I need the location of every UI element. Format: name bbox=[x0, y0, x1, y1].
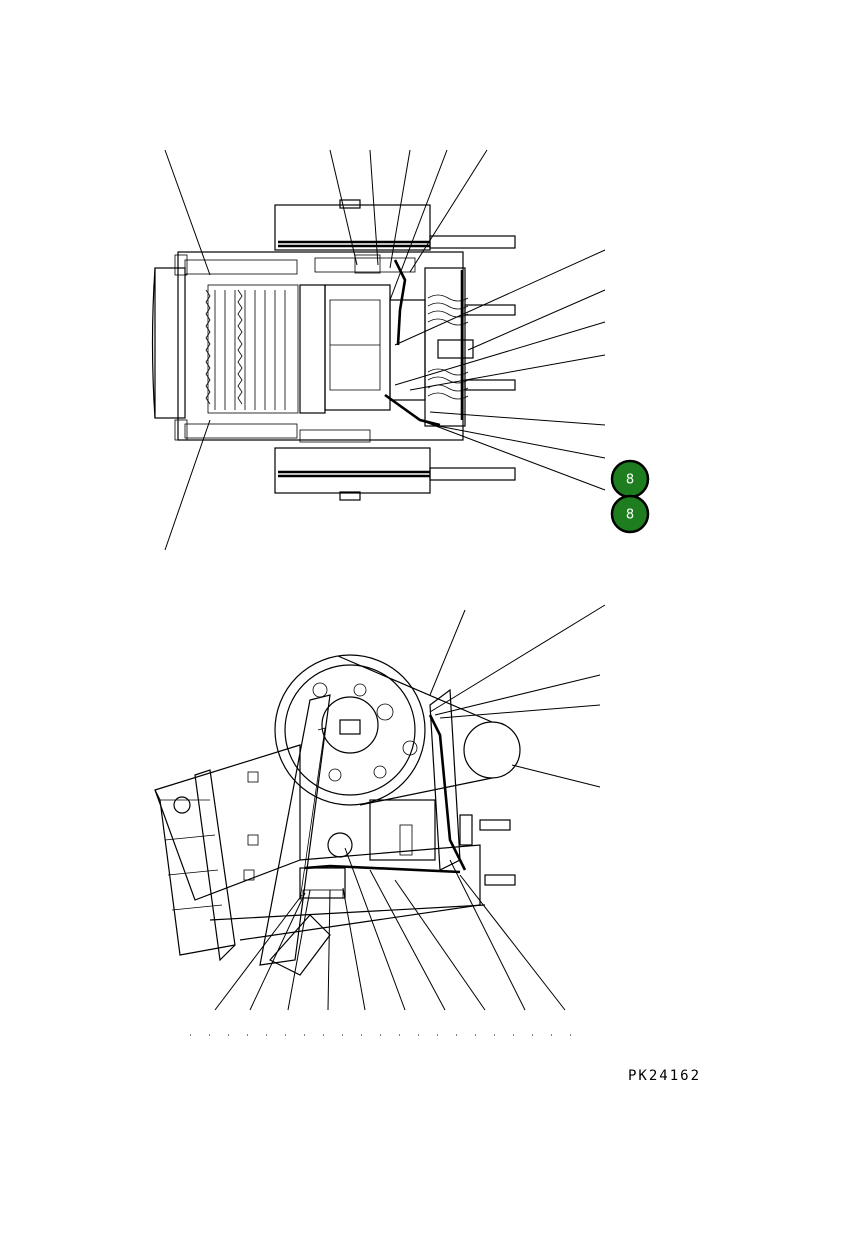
callout-badge[interactable]: 8 bbox=[610, 459, 650, 499]
callout-badge[interactable]: 8 bbox=[610, 494, 650, 534]
top-view bbox=[151, 199, 516, 501]
top-view-leaders bbox=[164, 149, 606, 551]
drawing-code: PK24162 bbox=[628, 1068, 702, 1084]
side-view bbox=[154, 654, 521, 976]
callout-badge-label[interactable]: 8 bbox=[626, 508, 634, 523]
callout-badge-label[interactable]: 8 bbox=[626, 473, 634, 488]
side-view-leaders bbox=[214, 604, 606, 1011]
